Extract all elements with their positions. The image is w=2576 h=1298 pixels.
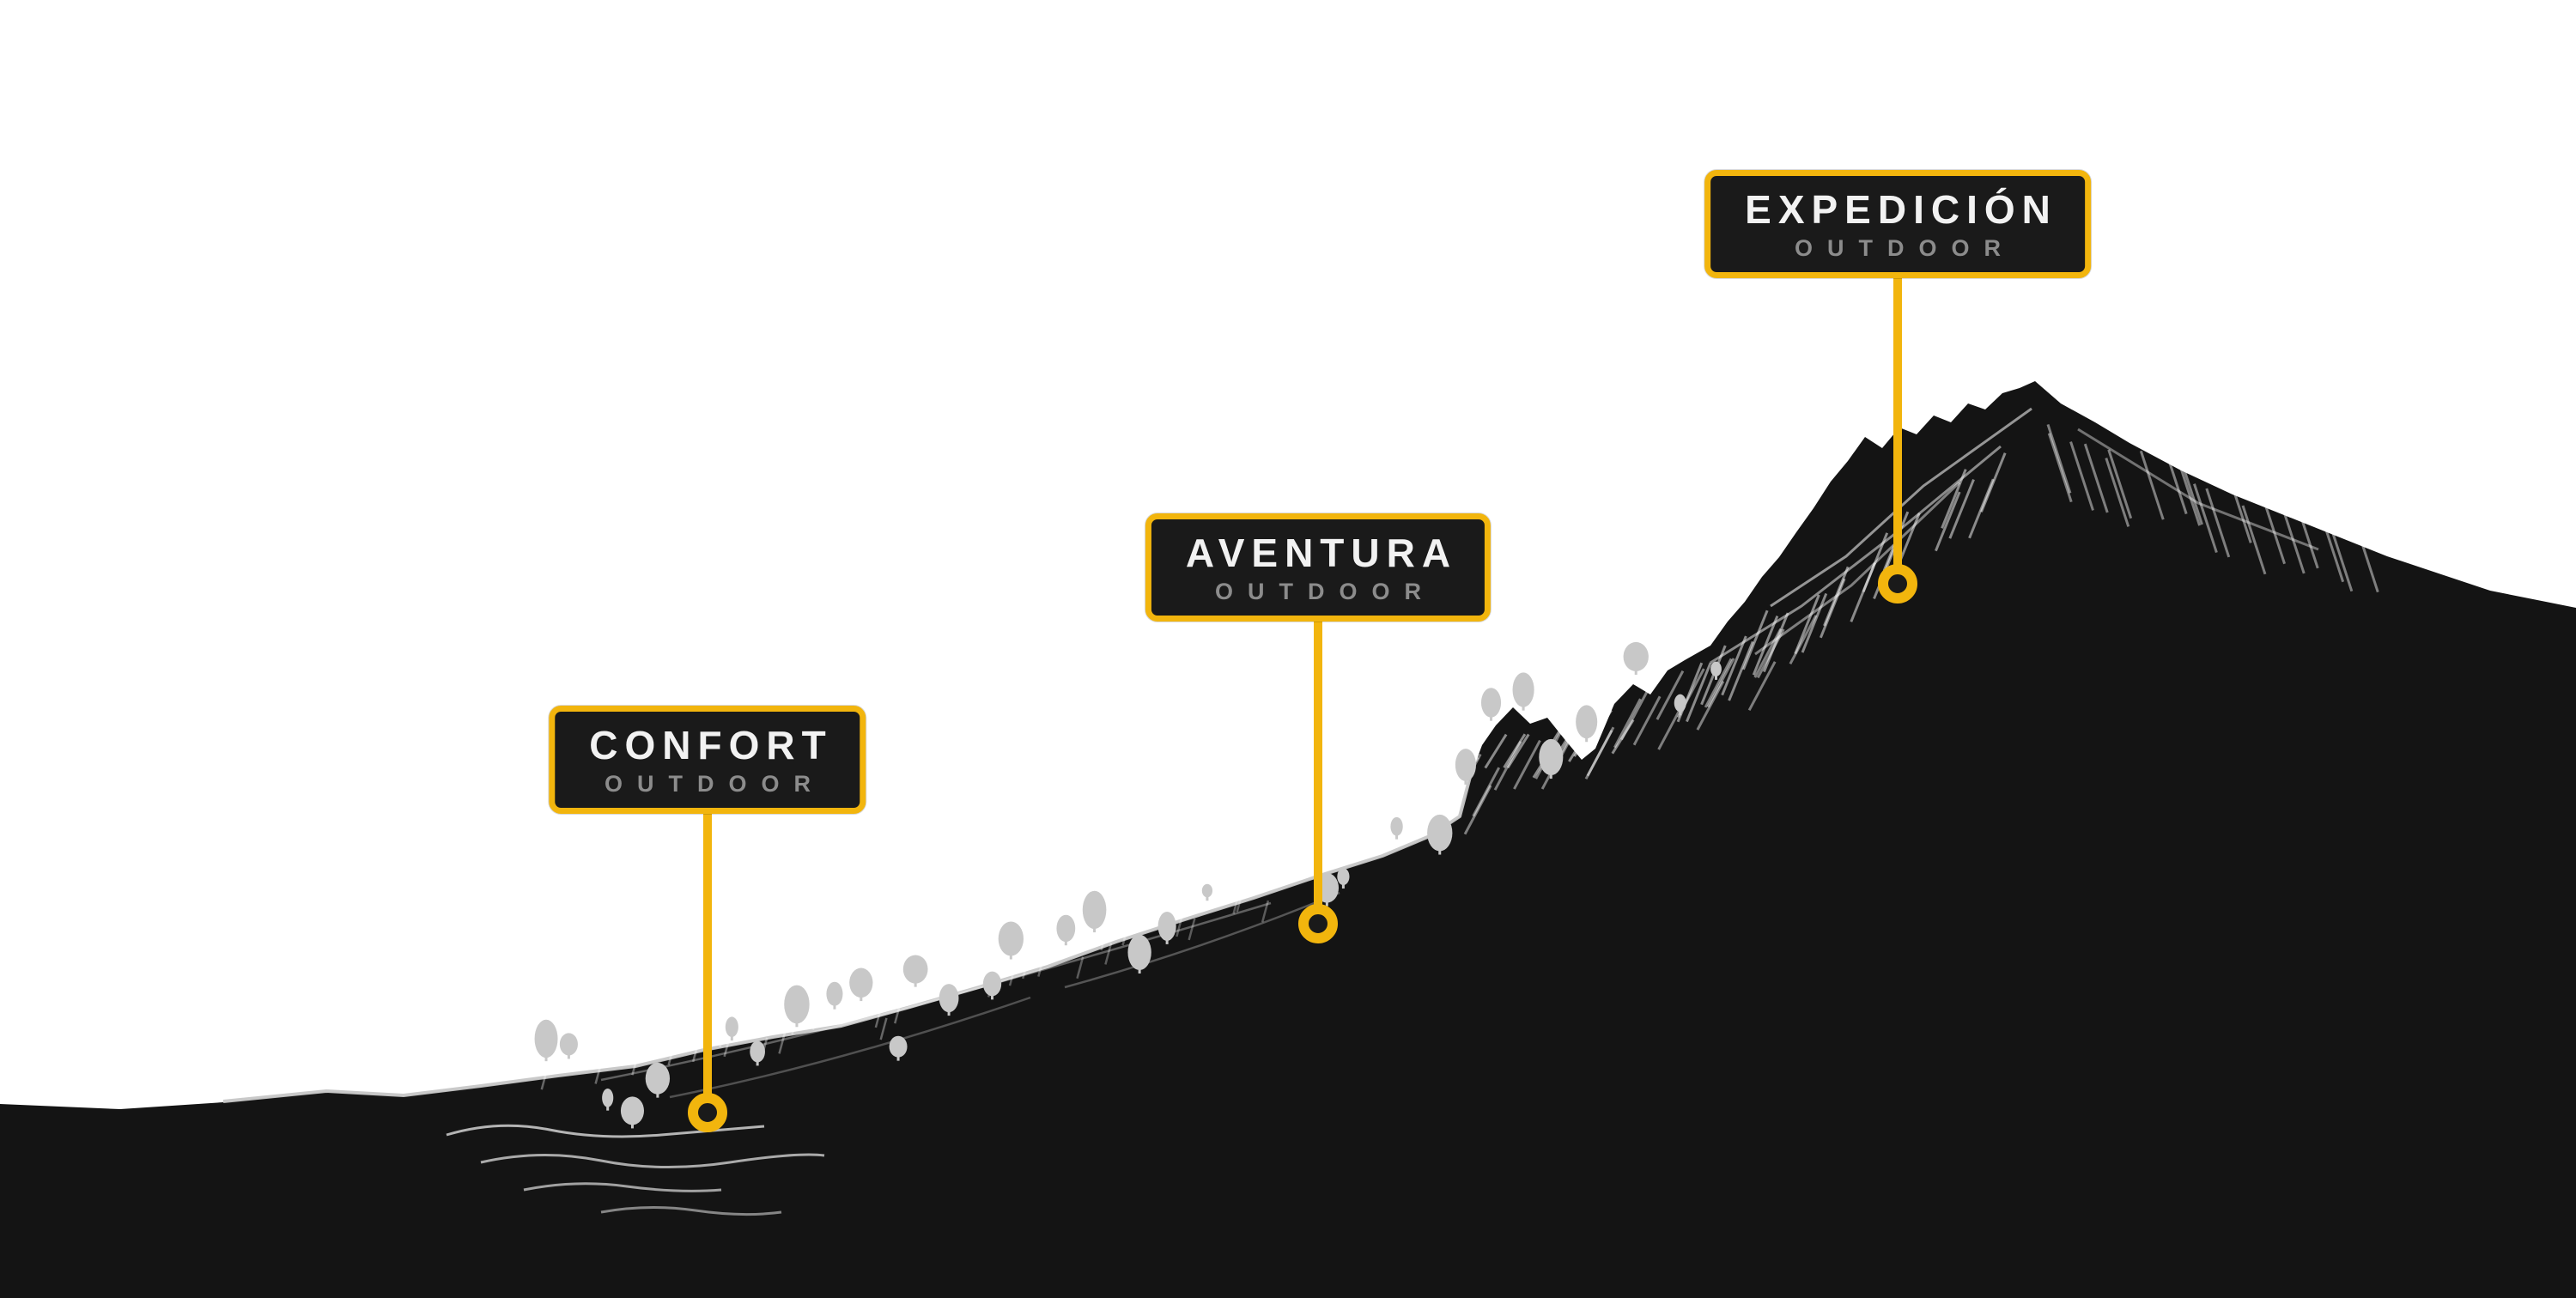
tier-marker-confort: [688, 1093, 727, 1132]
tier-label-expedicion: EXPEDICIÓN OUTDOOR: [1704, 170, 2091, 278]
connector-line-expedicion: [1893, 263, 1902, 584]
tier-title-confort: CONFORT: [589, 723, 833, 767]
tier-title-aventura: AVENTURA: [1185, 531, 1458, 575]
tier-marker-expedicion: [1878, 564, 1917, 604]
tier-subtitle-aventura: OUTDOOR: [1215, 578, 1436, 604]
mountain-texture: [446, 407, 2379, 1216]
tier-label-aventura: AVENTURA OUTDOOR: [1145, 513, 1492, 622]
connector-line-aventura: [1314, 606, 1322, 924]
tier-label-confort: CONFORT OUTDOOR: [549, 706, 866, 814]
tree-cluster: [534, 641, 1722, 1129]
tier-subtitle-confort: OUTDOOR: [604, 770, 825, 797]
connector-line-confort: [703, 798, 712, 1113]
tier-subtitle-expedicion: OUTDOOR: [1794, 234, 2015, 261]
tier-marker-aventura: [1298, 904, 1338, 943]
tier-title-expedicion: EXPEDICIÓN: [1745, 187, 2057, 232]
